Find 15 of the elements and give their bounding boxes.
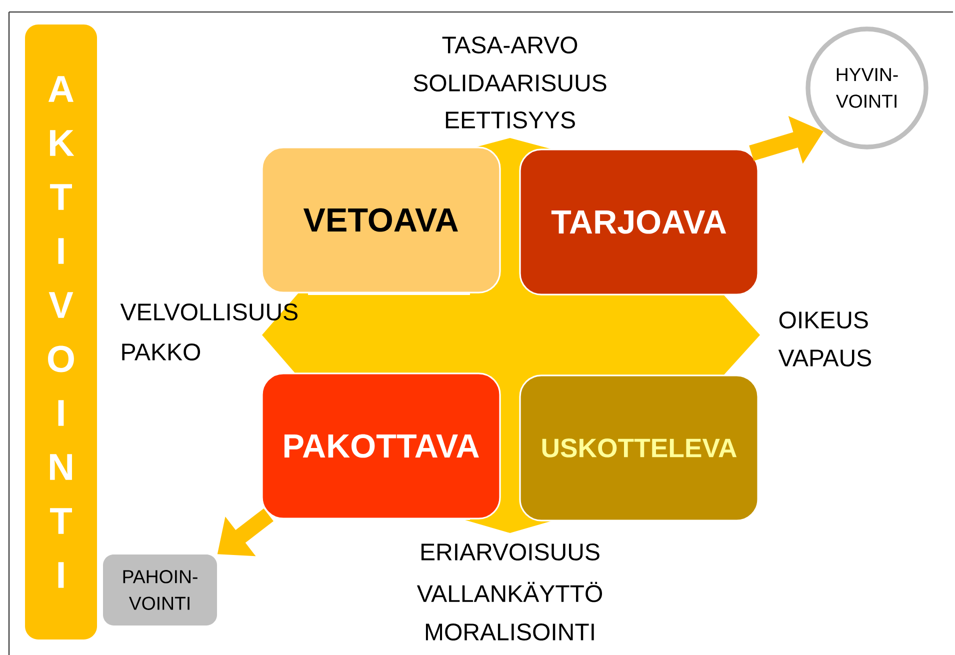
outcome-box: PAHOIN- VOINTI xyxy=(103,554,217,626)
axis-label: EETTISYYS xyxy=(446,111,575,128)
axis-label: TASA-ARVO xyxy=(442,36,578,54)
title-bar: AKTIVOINTI xyxy=(25,24,97,640)
quadrant-box: TARJOAVA xyxy=(519,148,759,296)
quadrant-box: VETOAVA xyxy=(261,146,501,294)
axis-label: OIKEUS xyxy=(779,311,868,328)
axis-label: MORALISOINTI xyxy=(426,623,594,640)
axis-label: VAPAUS xyxy=(778,349,871,366)
axis-label: VALLANKÄYTTÖ xyxy=(416,582,602,602)
axis-label: SOLIDAARISUUS xyxy=(414,74,606,92)
quadrant-box: USKOTTELEVA xyxy=(519,374,759,522)
axis-label: PAKKO xyxy=(122,343,200,360)
axis-label: ERIARVOISUUS xyxy=(422,543,600,560)
quadrant-box: PAKOTTAVA xyxy=(261,372,501,520)
